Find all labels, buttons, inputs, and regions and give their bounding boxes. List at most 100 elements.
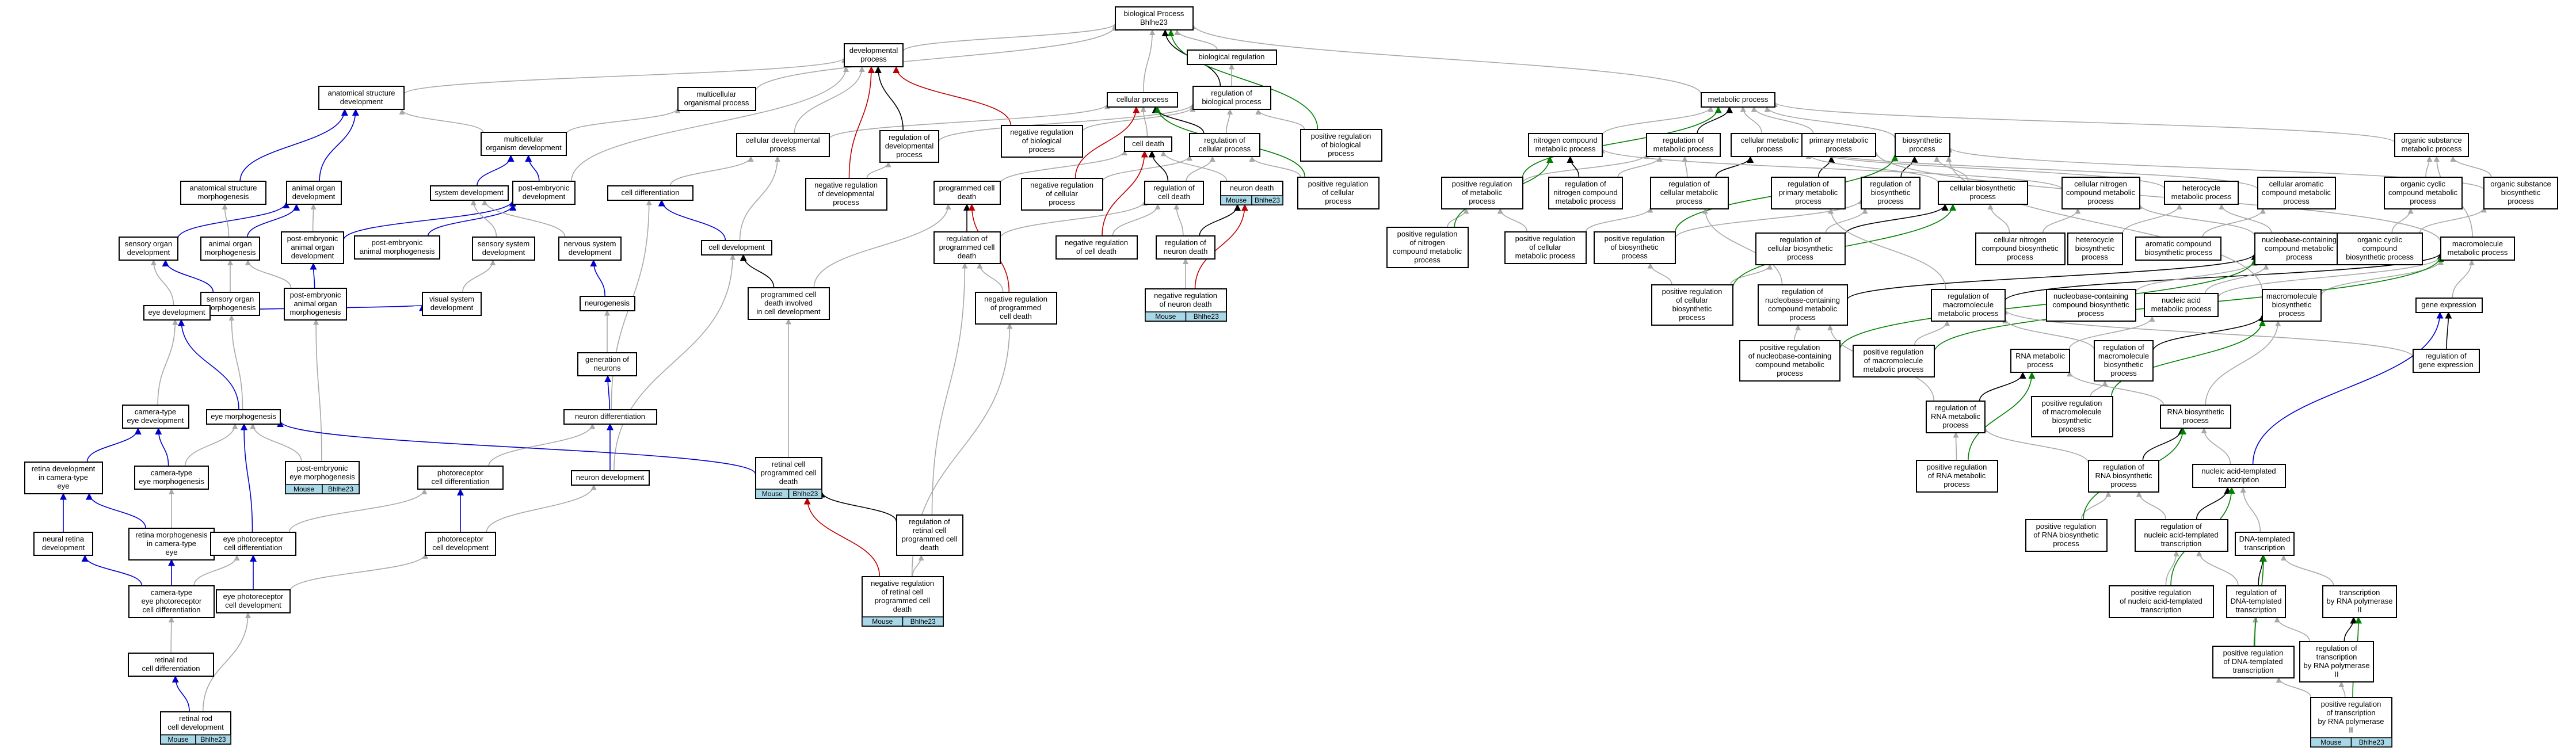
gene-badge[interactable]: Bhlhe23 [322,484,360,494]
organism-badge[interactable]: Mouse [1145,311,1187,322]
organism-badge[interactable]: Mouse [285,484,323,494]
term-node-regulation-of-nucleobase-containing-compound-metabolic-process[interactable]: regulation ofnucleobase-containingcompou… [1758,284,1848,326]
term-node-neuron-differentiation[interactable]: neuron differentiation [563,409,657,425]
organism-badge[interactable]: Mouse [755,489,790,499]
term-node-neurogenesis[interactable]: neurogenesis [580,296,635,311]
term-node-cell-death[interactable]: cell death [1124,136,1172,152]
term-node-cell-development[interactable]: cell development [701,240,772,256]
term-node-cell-differentiation[interactable]: cell differentiation [607,185,693,201]
term-node-cellular-process[interactable]: cellular process [1107,92,1178,108]
gene-badge[interactable]: Bhlhe23 [902,616,944,627]
term-node-metabolic-process[interactable]: metabolic process [1701,92,1775,108]
term-node-biological-regulation[interactable]: biological regulation [1187,49,1277,65]
gene-badge[interactable]: Bhlhe23 [1251,195,1283,205]
organism-badge[interactable]: Mouse [160,734,196,745]
term-node-eye-morphogenesis[interactable]: eye morphogenesis [206,409,281,425]
organism-badge[interactable]: Mouse [1220,195,1252,205]
gene-badge[interactable]: Bhlhe23 [195,734,231,745]
term-node-system-development[interactable]: system development [430,185,509,201]
term-node-gene-expression[interactable]: gene expression [2415,298,2483,313]
term-node-neuron-development[interactable]: neuron development [571,470,650,486]
term-node-regulation-of-macromolecule-biosynthetic-process[interactable]: regulation ofmacromoleculebiosyntheticpr… [2094,340,2154,382]
gene-badge[interactable]: Bhlhe23 [1185,311,1227,322]
